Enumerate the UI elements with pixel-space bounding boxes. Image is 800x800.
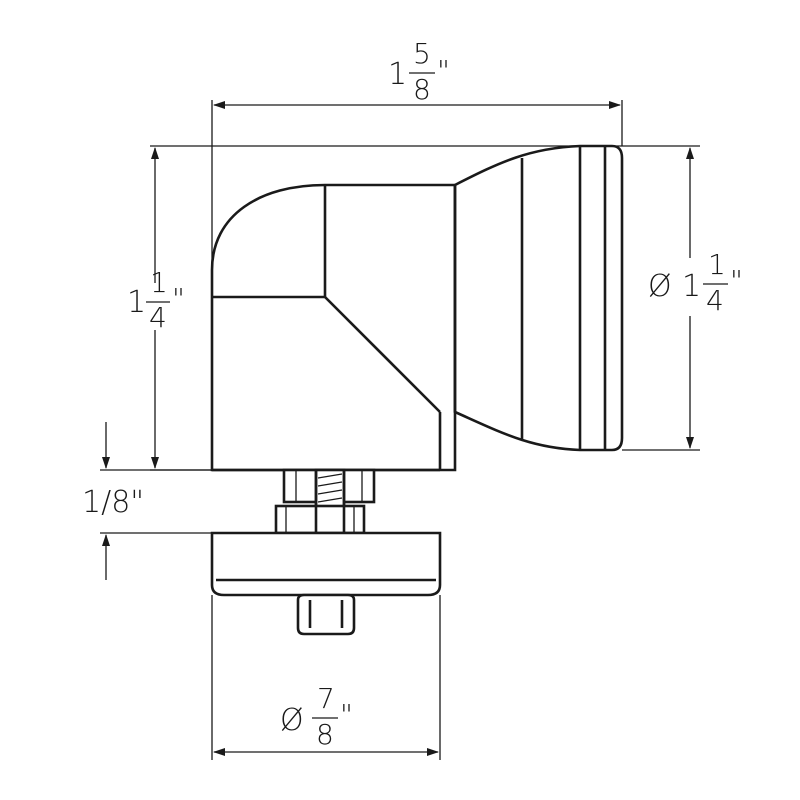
base-plate: [210, 531, 442, 597]
base-diameter-denominator: 8: [316, 718, 334, 751]
dimension-lines: [102, 101, 694, 756]
body-height-whole: 1: [127, 285, 146, 320]
body-height-unit: ": [172, 282, 185, 315]
head-diameter-label: Ø 1 1 4 ": [648, 248, 743, 317]
bottom-screw: [296, 593, 356, 636]
head-diameter-unit: ": [730, 264, 743, 297]
head-diameter-whole: 1: [682, 269, 701, 304]
extension-lines: [100, 100, 700, 760]
overall-width-whole: 1: [388, 57, 407, 92]
head-diameter-symbol: Ø: [648, 269, 672, 304]
head-diameter-denominator: 4: [706, 284, 724, 317]
mounting-stem: [274, 468, 376, 535]
gap-label: 1/8": [82, 485, 144, 520]
base-diameter-symbol: Ø: [280, 703, 304, 738]
head-diameter-numerator: 1: [708, 248, 726, 281]
body-height-denominator: 4: [149, 301, 167, 334]
gap-text: 1/8": [82, 485, 144, 520]
base-diameter-unit: ": [340, 698, 353, 731]
overall-width-label: 1 5 8 ": [388, 37, 450, 106]
lamp-body: [210, 144, 624, 472]
base-diameter-numerator: 7: [317, 682, 335, 715]
body-height-label: 1 1 4 ": [127, 266, 185, 334]
body-height-numerator: 1: [150, 266, 168, 299]
base-diameter-label: Ø 7 8 ": [280, 682, 353, 751]
overall-width-numerator: 5: [413, 37, 431, 70]
overall-width-denominator: 8: [413, 73, 431, 106]
overall-width-unit: ": [437, 54, 450, 87]
